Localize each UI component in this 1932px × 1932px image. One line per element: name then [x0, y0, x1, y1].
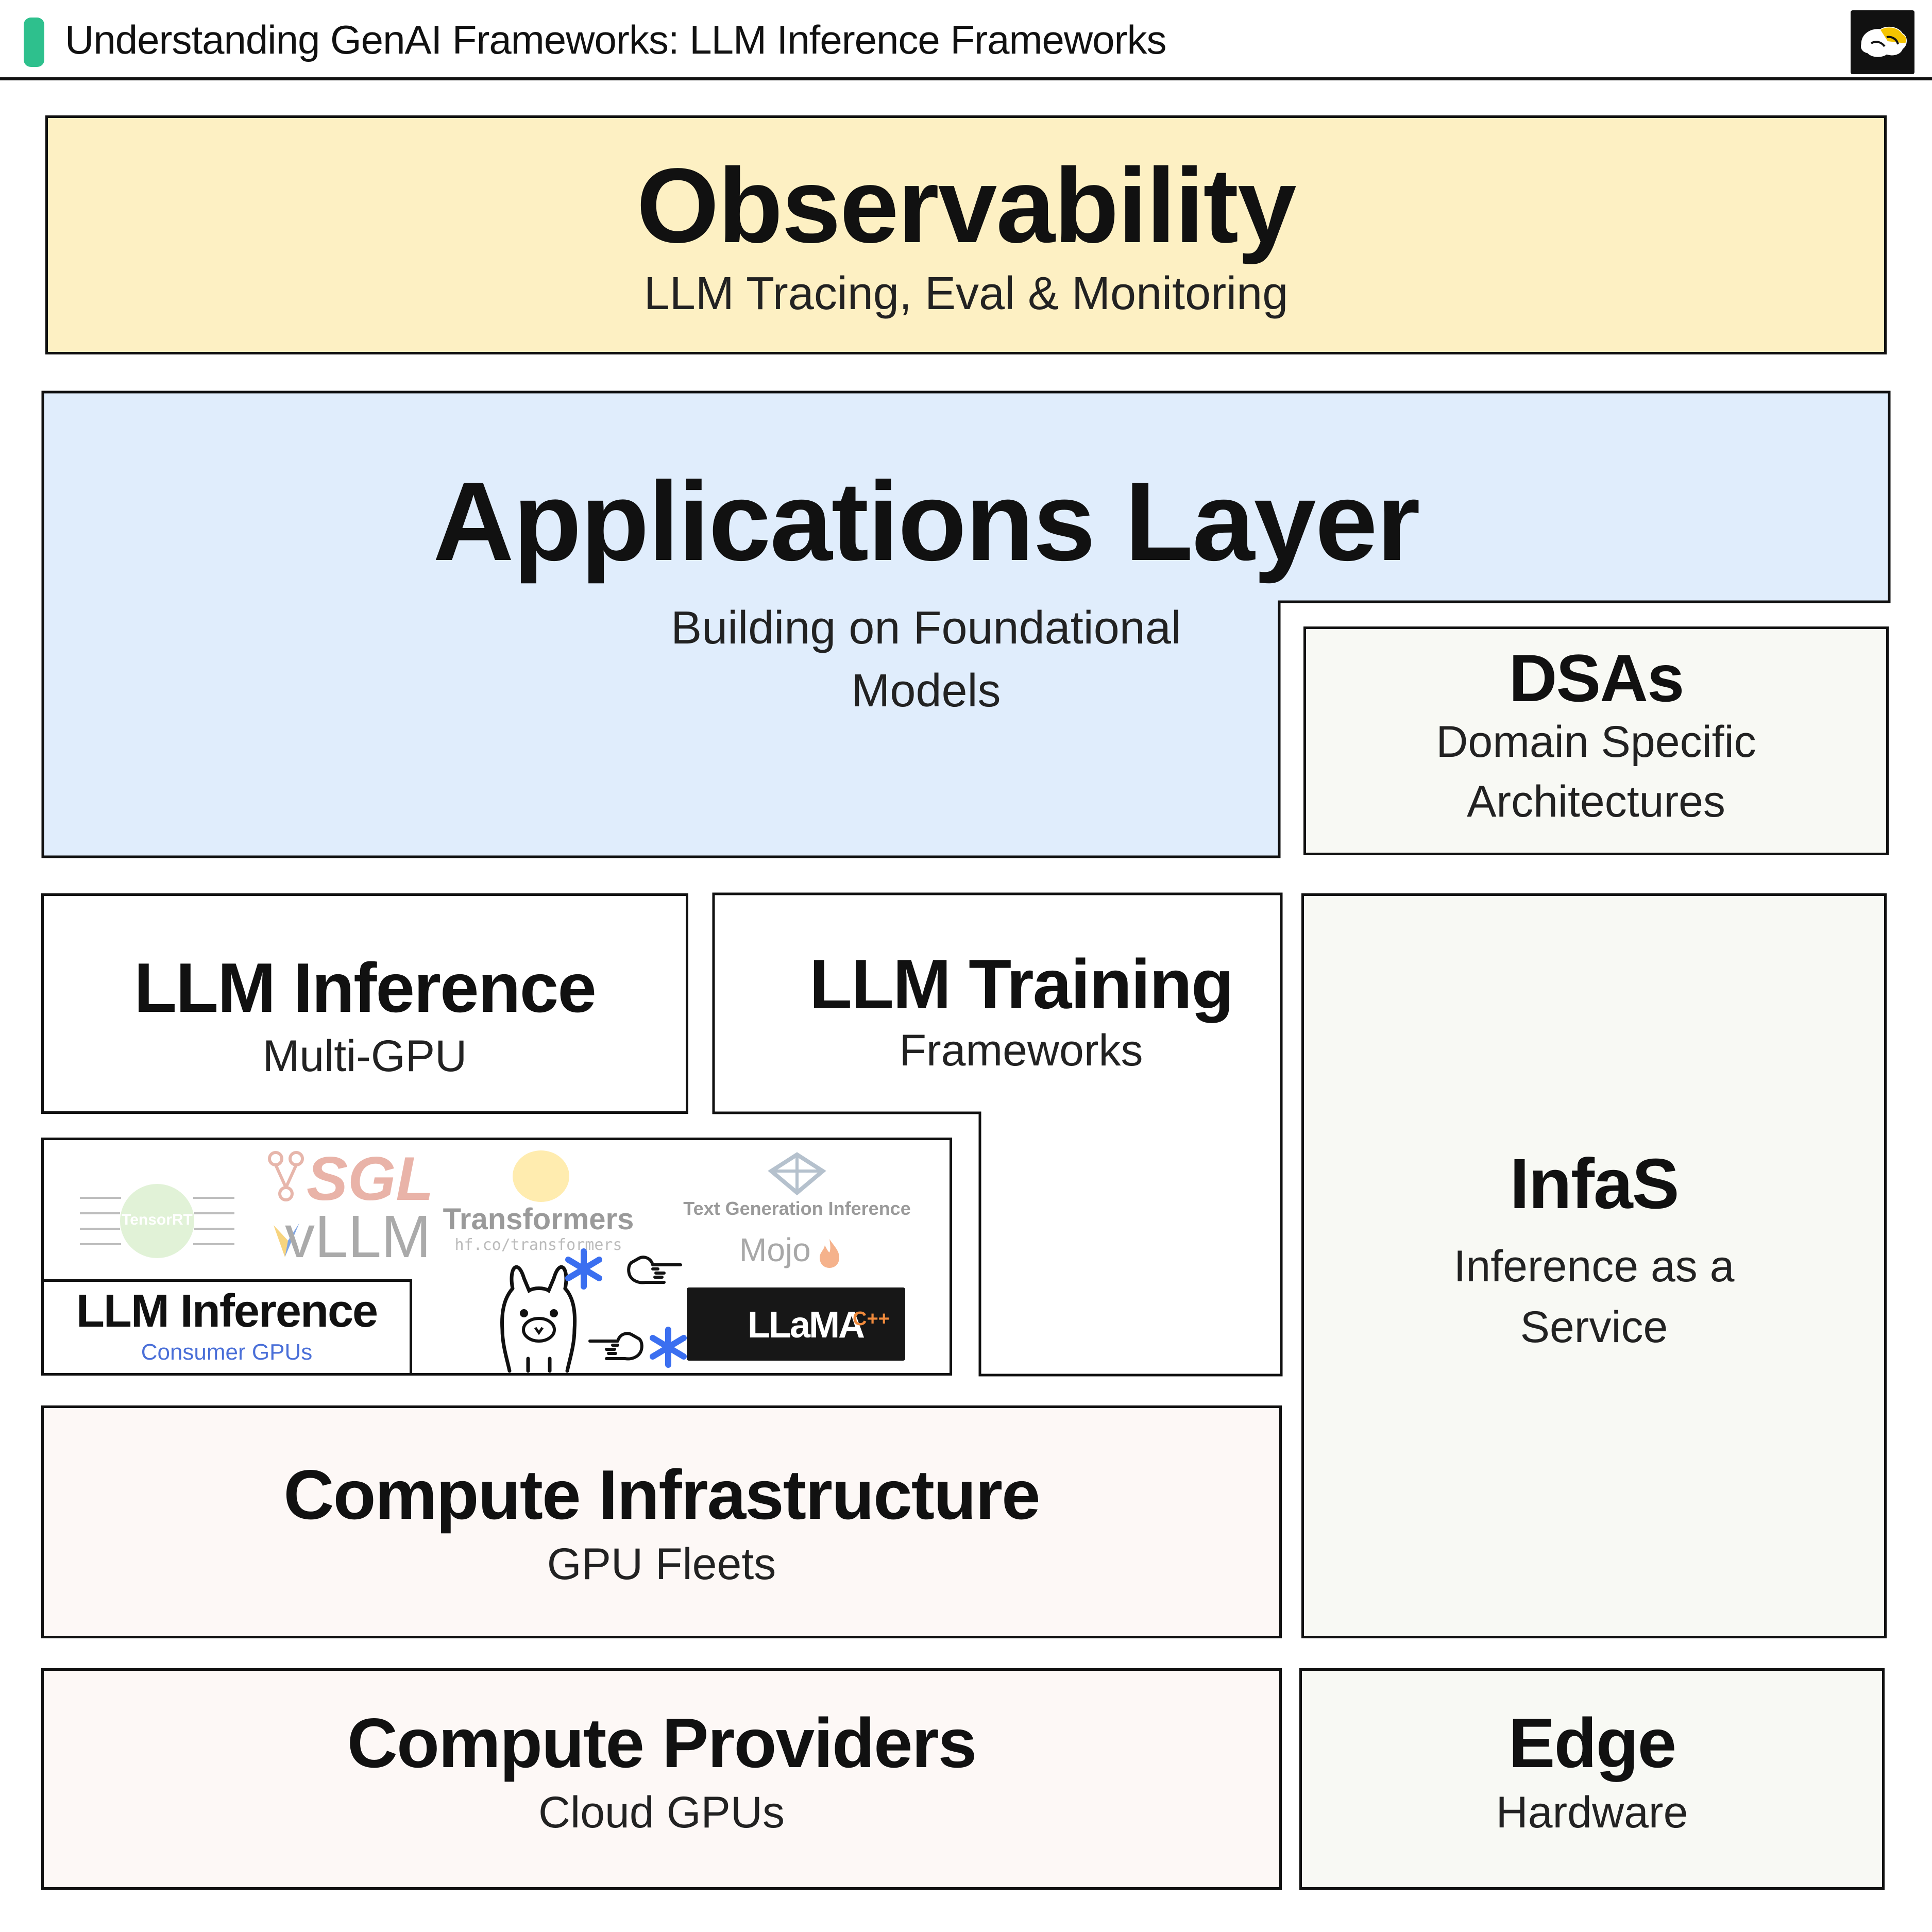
applications-layer: Applications Layer Building on Foundatio…	[41, 391, 1891, 858]
llm-inference-multi-subtitle: Multi-GPU	[262, 1031, 467, 1081]
llm-training-title: LLM Training	[809, 945, 1234, 1023]
applications-subtitle-line2: Models	[851, 665, 1001, 717]
compute-infrastructure-title: Compute Infrastructure	[283, 1455, 1040, 1534]
consumer-frameworks-panel: TensorRT SGL Transformers hf.co/transfor…	[41, 1138, 952, 1376]
llm-inference-consumer-subtitle: Consumer GPUs	[141, 1340, 313, 1365]
infas-subtitle-line2: Service	[1520, 1302, 1668, 1352]
page-title: Understanding GenAI Frameworks: LLM Infe…	[65, 17, 1167, 62]
transformers-logo: Transformers hf.co/transformers	[435, 1150, 641, 1254]
dsas-subtitle-line2: Architectures	[1467, 777, 1725, 826]
pointing-hand-icon-2	[587, 1327, 643, 1363]
tensorrt-label: TensorRT	[122, 1211, 193, 1228]
hugging-face-icon	[513, 1150, 569, 1202]
compute-infrastructure-layer: Compute Infrastructure GPU Fleets	[41, 1405, 1282, 1638]
vllm-label: vLLM	[285, 1203, 431, 1270]
transformers-url: hf.co/transformers	[454, 1236, 622, 1254]
llama-icon	[497, 1258, 580, 1376]
edge-subtitle: Hardware	[1496, 1788, 1688, 1837]
llm-inference-multi-gpu: LLM Inference Multi-GPU	[41, 893, 688, 1114]
infas-subtitle-line1: Inference as a	[1453, 1242, 1735, 1291]
observability-subtitle: LLM Tracing, Eval & Monitoring	[643, 268, 1289, 319]
dsas-layer: DSAs Domain Specific Architectures	[1303, 626, 1889, 855]
header-bar	[0, 0, 1932, 80]
llm-training-subtitle: Frameworks	[899, 1026, 1143, 1075]
observability-layer: Observability LLM Tracing, Eval & Monito…	[45, 115, 1887, 354]
llama-cpp-logo: LLaMA C++	[687, 1287, 905, 1361]
infas-layer: InfaS Inference as a Service	[1301, 893, 1887, 1638]
blue-asterisk-icon	[563, 1248, 604, 1290]
llm-inference-multi-title: LLM Inference	[134, 948, 597, 1027]
blue-asterisk-icon-2	[648, 1327, 689, 1368]
dsas-title: DSAs	[1509, 640, 1685, 716]
llm-training-layer: LLM Training Frameworks	[712, 892, 1283, 1377]
pointing-hand-icon	[627, 1250, 684, 1286]
llm-inference-consumer-box: LLM Inference Consumer GPUs	[41, 1279, 412, 1376]
observability-title: Observability	[636, 146, 1296, 265]
vllm-logo: vLLM	[270, 1202, 456, 1270]
dsas-subtitle-line1: Domain Specific	[1436, 717, 1756, 767]
compute-providers-title: Compute Providers	[347, 1704, 977, 1782]
compute-infrastructure-subtitle: GPU Fleets	[547, 1539, 776, 1589]
tgi-label: Text Generation Inference	[683, 1198, 911, 1219]
edge-title: Edge	[1508, 1704, 1677, 1782]
sgl-logo: SGL	[265, 1143, 434, 1213]
applications-subtitle-line1: Building on Foundational	[671, 602, 1181, 654]
llm-inference-consumer-title: LLM Inference	[76, 1285, 378, 1337]
transformers-label: Transformers	[443, 1202, 634, 1236]
mojo-label: Mojo	[739, 1231, 811, 1268]
llama-cpp-suffix: C++	[853, 1308, 890, 1330]
sgl-label: SGL	[307, 1144, 434, 1213]
infas-title: InfaS	[1510, 1144, 1679, 1224]
compute-providers-layer: Compute Providers Cloud GPUs	[41, 1668, 1282, 1890]
edge-layer: Edge Hardware	[1299, 1668, 1885, 1890]
fire-icon	[820, 1239, 839, 1268]
tgi-logo: Text Generation Inference	[668, 1150, 926, 1233]
header-accent-bar	[24, 18, 44, 67]
tensorrt-logo: TensorRT	[80, 1177, 234, 1265]
applications-title: Applications Layer	[433, 459, 1420, 584]
mojo-logo: Mojo	[739, 1231, 853, 1277]
brain-logo-icon	[1851, 10, 1914, 74]
llama-cpp-label: LLaMA	[748, 1304, 865, 1346]
compute-providers-subtitle: Cloud GPUs	[538, 1788, 785, 1837]
